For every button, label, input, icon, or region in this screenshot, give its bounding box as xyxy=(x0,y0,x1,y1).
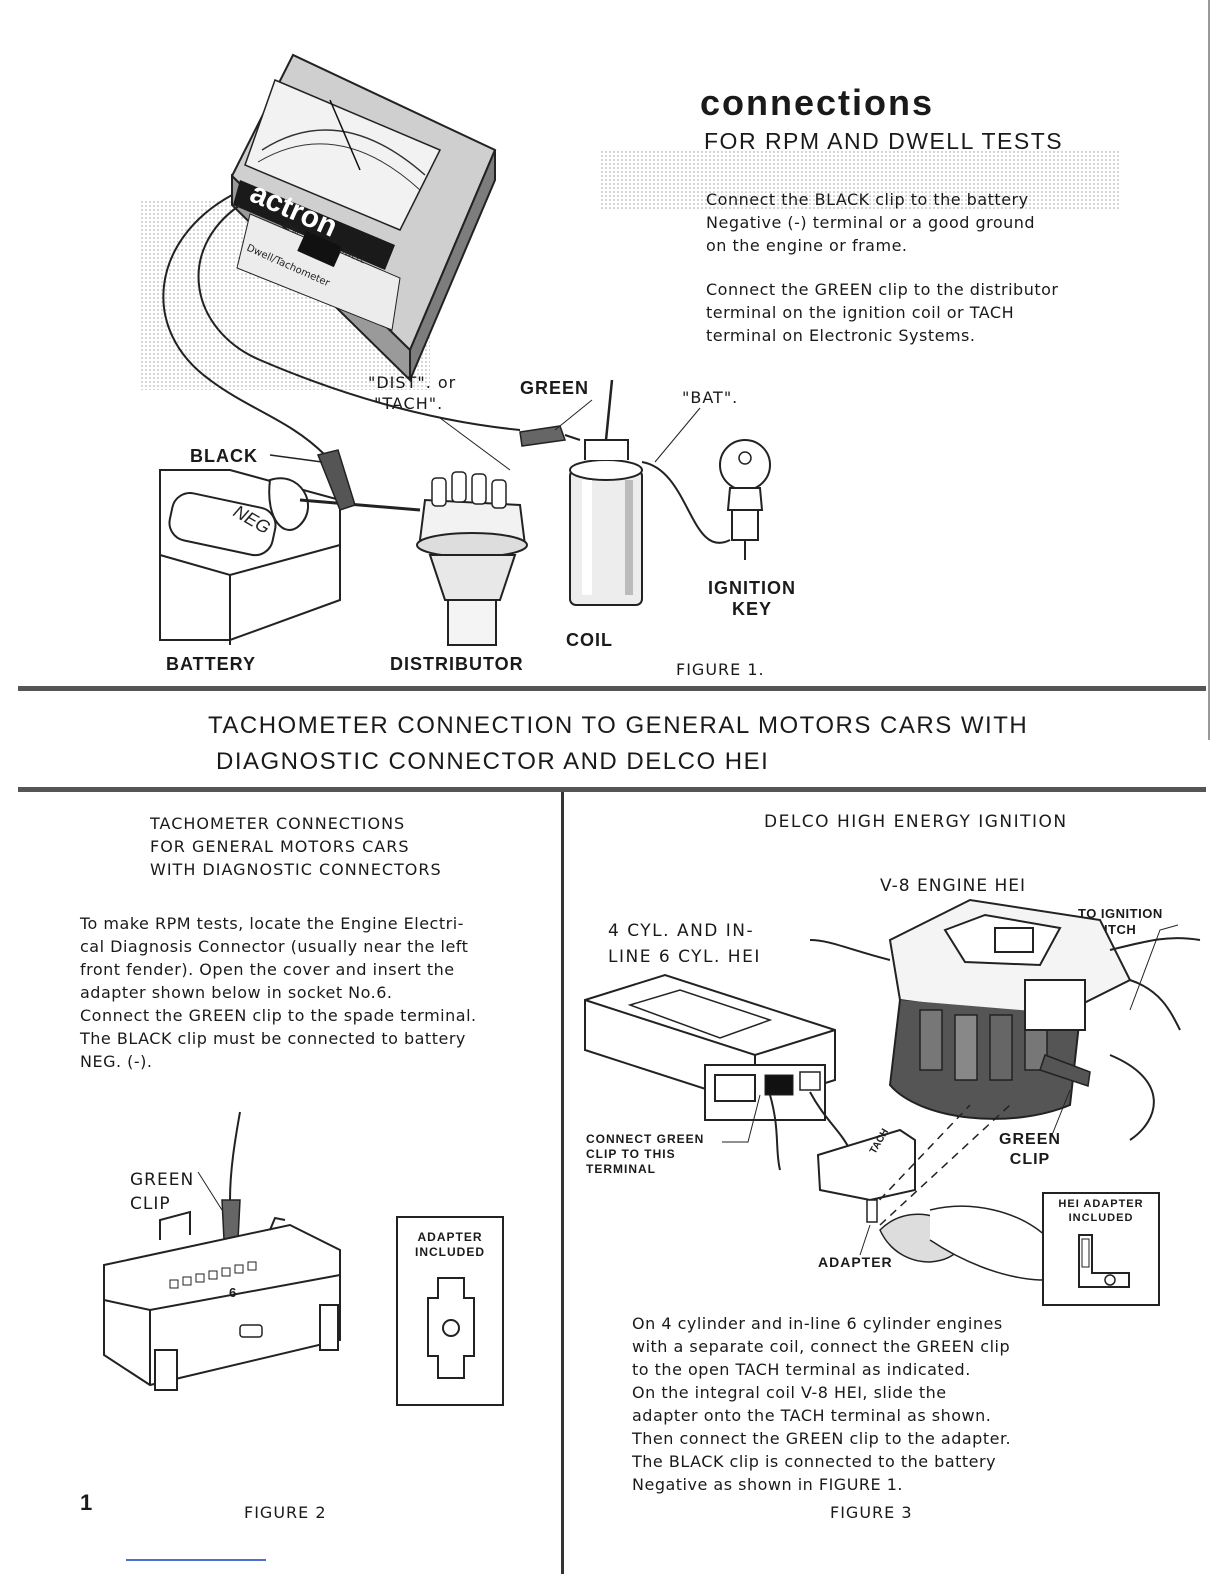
figure3-v8-label: V-8 ENGINE HEI xyxy=(880,876,1027,896)
figure1-para1-line: on the engine or frame. xyxy=(706,236,908,255)
figure1-para2: Connect the GREEN clip to the distributo… xyxy=(706,278,1058,347)
distributor xyxy=(416,471,528,646)
section-title-line: TACHOMETER CONNECTION TO GENERAL MOTORS … xyxy=(208,712,1029,739)
divider-top xyxy=(18,686,1206,691)
figure2-para-line: NEG. (-). xyxy=(80,1052,153,1071)
figure2-para-line: To make RPM tests, locate the Engine Ele… xyxy=(80,914,464,933)
to-ignition-line: TO IGNITION xyxy=(1078,906,1163,921)
figure2-title: TACHOMETER CONNECTIONS FOR GENERAL MOTOR… xyxy=(150,812,442,881)
figure3-4cyl-label: 4 CYL. AND IN- LINE 6 CYL. HEI xyxy=(608,918,761,970)
adapter-label-line: ADAPTER xyxy=(417,1230,483,1244)
figure2-title-line: FOR GENERAL MOTORS CARS xyxy=(150,837,410,856)
figure2-para-line: The BLACK clip must be connected to batt… xyxy=(80,1029,466,1048)
clip-line: CLIP xyxy=(1009,1151,1051,1168)
figure3-illustration xyxy=(584,898,1201,1281)
figure1-para2-line: terminal on the ignition coil or TACH xyxy=(706,303,1015,322)
label-green: GREEN xyxy=(520,378,590,398)
clip-line: CLIP xyxy=(130,1194,171,1214)
figure2-para-line: adapter shown below in socket No.6. xyxy=(80,983,393,1002)
adapter-plate-icon xyxy=(427,1277,475,1379)
adapter-included-box: ADAPTER INCLUDED xyxy=(396,1216,504,1406)
figure3-para-line: Then connect the GREEN clip to the adapt… xyxy=(632,1429,1012,1448)
label-bat: "BAT". xyxy=(682,388,739,407)
dwell-tachometer-meter xyxy=(230,53,497,383)
clip-to-this-line: CLIP TO THIS xyxy=(586,1147,676,1161)
label-ignition-line: IGNITION xyxy=(708,578,796,598)
label-key-line: KEY xyxy=(731,599,772,619)
figure1-para2-line: Connect the GREEN clip to the distributo… xyxy=(706,280,1059,299)
ignition-key xyxy=(719,439,771,560)
figure3-para-line: adapter onto the TACH terminal as shown. xyxy=(632,1406,992,1425)
green-clip xyxy=(519,425,581,447)
shading-header xyxy=(600,150,1120,210)
section-title: TACHOMETER CONNECTION TO GENERAL MOTORS … xyxy=(208,708,1028,780)
figure3-green-clip-label: GREEN CLIP xyxy=(990,1130,1070,1170)
hei-adapter-line: HEI ADAPTER xyxy=(1058,1198,1144,1210)
connect-green-line: CONNECT GREEN xyxy=(586,1132,705,1146)
figure2-para: To make RPM tests, locate the Engine Ele… xyxy=(80,912,477,1073)
four-cyl-line: 4 CYL. AND IN- xyxy=(608,921,755,941)
figure3-title: DELCO HIGH ENERGY IGNITION xyxy=(764,812,1068,832)
included-line: INCLUDED xyxy=(1068,1212,1134,1224)
label-coil: COIL xyxy=(566,630,613,650)
figure1-para1-line: Connect the BLACK clip to the battery xyxy=(706,190,1029,209)
figure2-caption: FIGURE 2 xyxy=(244,1503,327,1522)
socket-number: 6 xyxy=(229,1285,238,1300)
inline-six-line: LINE 6 CYL. HEI xyxy=(608,947,761,967)
label-dist-line: "DIST". or xyxy=(368,373,457,392)
figure1-caption: FIGURE 1. xyxy=(676,660,765,679)
page-number: 1 xyxy=(80,1490,94,1515)
figure2-green-clip-label: GREEN CLIP xyxy=(130,1168,194,1216)
figure3-para-line: On the integral coil V-8 HEI, slide the xyxy=(632,1383,947,1402)
figure1-subheading: FOR RPM AND DWELL TESTS xyxy=(704,128,1064,154)
label-ignition-key: IGNITION KEY xyxy=(702,578,802,620)
figure2-para-line: cal Diagnosis Connector (usually near th… xyxy=(80,937,469,956)
figure2-para-line: front fender). Open the cover and insert… xyxy=(80,960,455,979)
figure3-para-line: On 4 cylinder and in-line 6 cylinder eng… xyxy=(632,1314,1003,1333)
figure1-heading: connections xyxy=(700,82,935,123)
figure1-illustration: actron Dwell/Tachometer RPM DWELL NEG xyxy=(159,53,771,646)
figure3-para-line: The BLACK clip is connected to the batte… xyxy=(632,1452,997,1471)
hei-adapter-box: HEI ADAPTER INCLUDED xyxy=(1042,1192,1160,1306)
label-black: BLACK xyxy=(190,446,258,466)
battery xyxy=(159,469,421,645)
label-dist-tach: "DIST". or "TACH". xyxy=(368,372,456,414)
figure1-para2-line: terminal on Electronic Systems. xyxy=(706,326,976,345)
black-clip xyxy=(269,449,356,511)
label-distributor: DISTRIBUTOR xyxy=(390,654,524,674)
green-line: GREEN xyxy=(999,1131,1061,1148)
figure1-para1-line: Negative (-) terminal or a good ground xyxy=(706,213,1036,232)
ignition-coil xyxy=(569,379,643,606)
label-tach-line: "TACH". xyxy=(374,394,444,413)
adapter-included-label: ADAPTER INCLUDED xyxy=(398,1230,502,1260)
figure3-para: On 4 cylinder and in-line 6 cylinder eng… xyxy=(632,1312,1011,1496)
figure3-para-line: with a separate coil, connect the GREEN … xyxy=(632,1337,1011,1356)
right-edge-line xyxy=(1208,0,1210,740)
figure2-illustration xyxy=(103,1111,341,1391)
terminal-line: TERMINAL xyxy=(586,1162,656,1176)
figure2-title-line: TACHOMETER CONNECTIONS xyxy=(150,814,406,833)
green-clip-line: GREEN xyxy=(130,1170,195,1190)
figure1-para1: Connect the BLACK clip to the battery Ne… xyxy=(706,188,1035,257)
figure3-para-line: Negative as shown in FIGURE 1. xyxy=(632,1475,903,1494)
figure3-adapter-label: ADAPTER xyxy=(818,1254,893,1270)
section-title-line: DIAGNOSTIC CONNECTOR AND DELCO HEI xyxy=(216,748,770,775)
divider-vertical xyxy=(561,792,564,1574)
figure3-caption: FIGURE 3 xyxy=(830,1503,913,1522)
figure2-title-line: WITH DIAGNOSTIC CONNECTORS xyxy=(150,860,442,879)
included-label-line: INCLUDED xyxy=(415,1245,485,1259)
figure3-para-line: to the open TACH terminal as indicated. xyxy=(632,1360,971,1379)
figure2-para-line: Connect the GREEN clip to the spade term… xyxy=(80,1006,477,1025)
bottom-edge-mark xyxy=(126,1559,266,1561)
figure3-connect-green-label: CONNECT GREEN CLIP TO THIS TERMINAL xyxy=(586,1132,704,1177)
divider-middle xyxy=(18,787,1206,792)
label-battery: BATTERY xyxy=(166,654,256,674)
hei-adapter-icon xyxy=(1078,1234,1130,1288)
hei-adapter-label: HEI ADAPTER INCLUDED xyxy=(1044,1197,1158,1225)
